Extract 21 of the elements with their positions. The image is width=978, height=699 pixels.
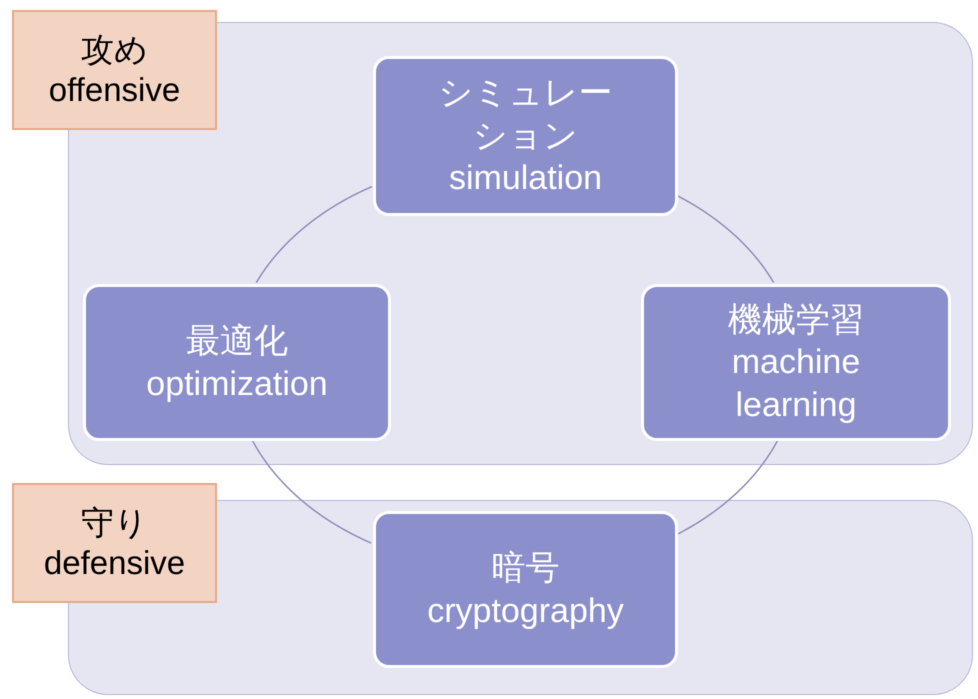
connector-arc — [677, 440, 778, 535]
category-tag — [12, 10, 217, 130]
category-label: defensive — [44, 543, 186, 583]
category-tag — [12, 483, 217, 603]
category-label: offensive — [48, 70, 180, 110]
topic-label: simulation — [448, 158, 602, 200]
topic-label: 暗号 — [492, 548, 560, 589]
category-label: 攻め — [81, 30, 148, 70]
topic-box — [373, 56, 678, 216]
topic-label: 最適化 — [186, 321, 288, 362]
topic-label: machine learning — [730, 342, 862, 426]
topic-label: optimization — [146, 364, 328, 404]
connector-arc — [252, 440, 372, 544]
topic-box — [83, 284, 391, 441]
topic-box — [641, 284, 951, 441]
topic-label: cryptography — [427, 590, 624, 632]
connector-arc — [676, 195, 774, 283]
category-label: 守り — [81, 503, 148, 543]
topic-label: 機械学習 — [728, 300, 864, 341]
connector-arc — [256, 186, 372, 284]
topic-box — [373, 511, 678, 668]
